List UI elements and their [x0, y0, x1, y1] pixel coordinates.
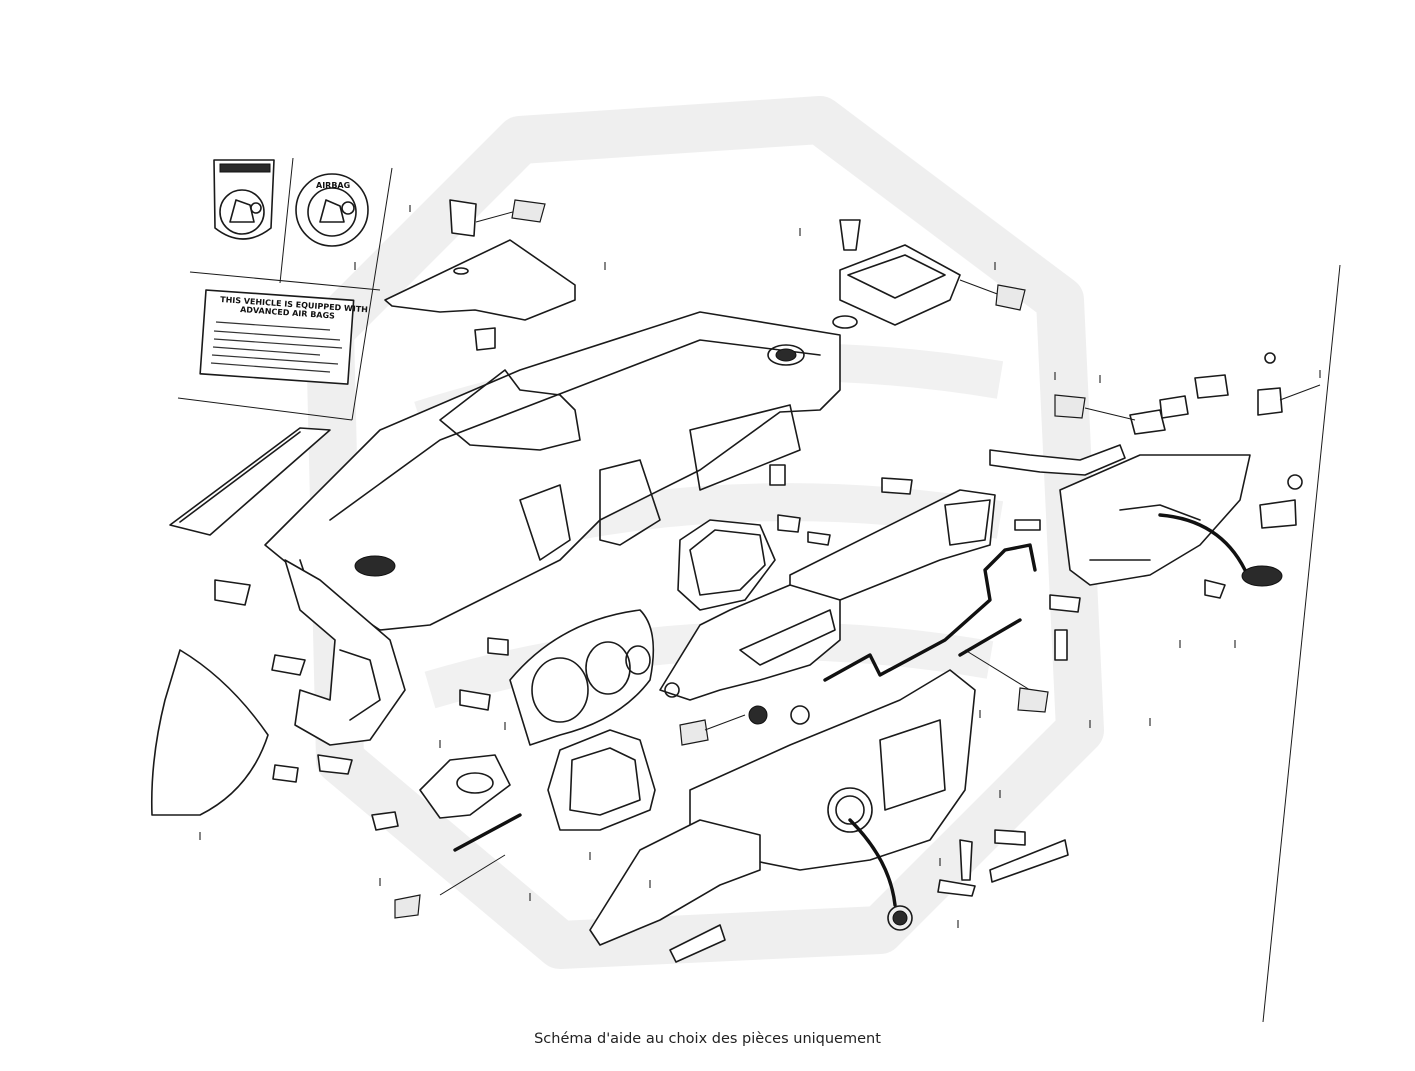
top-clip-part — [449, 199, 546, 237]
glove-box — [1059, 454, 1283, 587]
labels-panel — [177, 157, 393, 421]
lower-trim-pieces — [669, 829, 1069, 963]
fasteners-right — [769, 352, 1303, 661]
column-shroud — [547, 729, 656, 831]
diagram-caption: Schéma d'aide au choix des pièces unique… — [534, 1031, 881, 1047]
left-end-trim — [169, 427, 331, 536]
airbag-badge-text: AIRBAG — [316, 181, 350, 190]
advanced-airbag-warning-plate: THIS VEHICLE IS EQUIPPED WITH ADVANCED A… — [199, 289, 368, 385]
airbag-round-label: AIRBAG — [295, 173, 369, 247]
diagram-border-right — [1262, 264, 1341, 1023]
left-side-cover — [150, 649, 269, 816]
wiring-harness — [823, 543, 1049, 713]
lower-instrument-panel — [589, 669, 976, 946]
left-switch-panel — [394, 754, 522, 919]
right-end-trim-bar — [989, 444, 1126, 476]
display-frame — [677, 519, 776, 611]
airbag-warning-label — [213, 159, 275, 240]
clip-parts-left — [214, 579, 509, 831]
upper-trim-cover — [384, 239, 576, 321]
small-parts-center — [474, 327, 810, 746]
left-mounting-bracket — [284, 559, 406, 746]
passenger-airbag-module — [832, 219, 1026, 329]
instrument-cluster-bezel — [509, 609, 655, 746]
scatter-marks — [199, 205, 1321, 928]
glove-box-hardware — [1054, 374, 1321, 529]
center-bezel — [659, 489, 996, 701]
